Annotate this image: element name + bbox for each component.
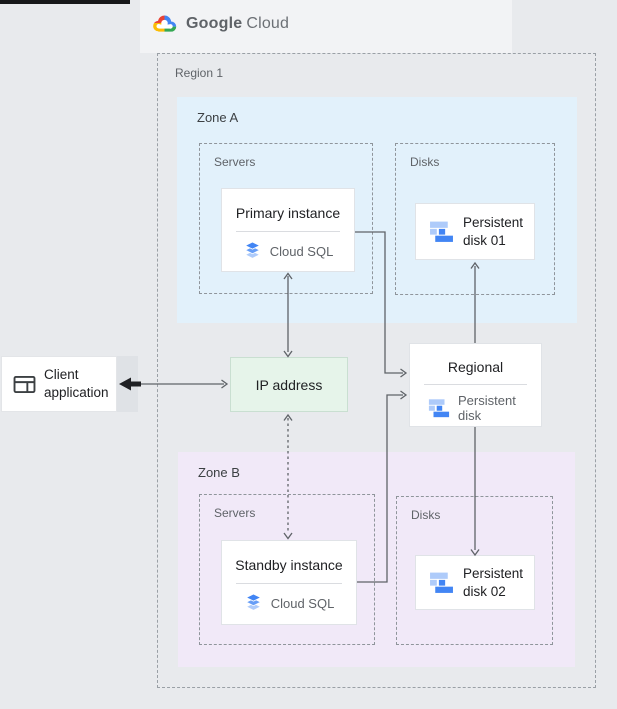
card-divider [424,384,527,385]
zone-a-disks-label: Disks [410,155,440,169]
client-application-card: Client application [1,356,117,412]
logo-background-band [140,0,512,53]
client-card-backplate [117,356,138,412]
region-frame [157,53,596,688]
regional-title: Regional [447,359,504,375]
google-cloud-icon [153,15,177,32]
zone-b-label: Zone B [198,465,240,480]
persistent-disk-icon [430,221,453,242]
persistent-disk-01-title: Persistent disk 01 [463,214,524,248]
primary-instance-title: Primary instance [235,205,341,221]
standby-service-label: Cloud SQL [270,596,335,611]
standby-instance-card: Standby instance Cloud SQL [221,540,357,625]
zone-a-label: Zone A [197,110,239,125]
persistent-disk-02-title: Persistent disk 02 [463,565,524,599]
primary-service-label: Cloud SQL [269,244,334,259]
persistent-disk-02-card: Persistent disk 02 [415,555,535,610]
persistent-disk-01-card: Persistent disk 01 [415,203,535,260]
ip-address-box: IP address [230,357,348,412]
card-divider [236,583,342,584]
logo-text-google: Google [186,14,243,32]
client-application-icon [13,375,36,393]
zone-b-disks-label: Disks [411,508,441,522]
zone-a-servers-group: Servers [199,143,373,294]
cloud-sql-icon [244,241,261,259]
logo-text-cloud: Cloud [246,14,290,32]
regional-service-label: Persistent disk [458,393,516,423]
ip-address-label: IP address [255,376,323,393]
region-label: Region 1 [175,66,224,80]
top-black-bar [0,0,130,4]
standby-instance-title: Standby instance [235,557,343,573]
persistent-disk-icon [428,399,450,418]
regional-disk-card: Regional Persistent disk [409,343,542,427]
zone-a-servers-label: Servers [214,155,256,169]
zone-b-servers-label: Servers [214,506,256,520]
client-application-label: Client application [44,367,109,400]
persistent-disk-icon [430,572,453,593]
card-divider [236,231,340,232]
cloud-sql-icon [245,593,262,611]
primary-instance-card: Primary instance Cloud SQL [221,188,355,272]
